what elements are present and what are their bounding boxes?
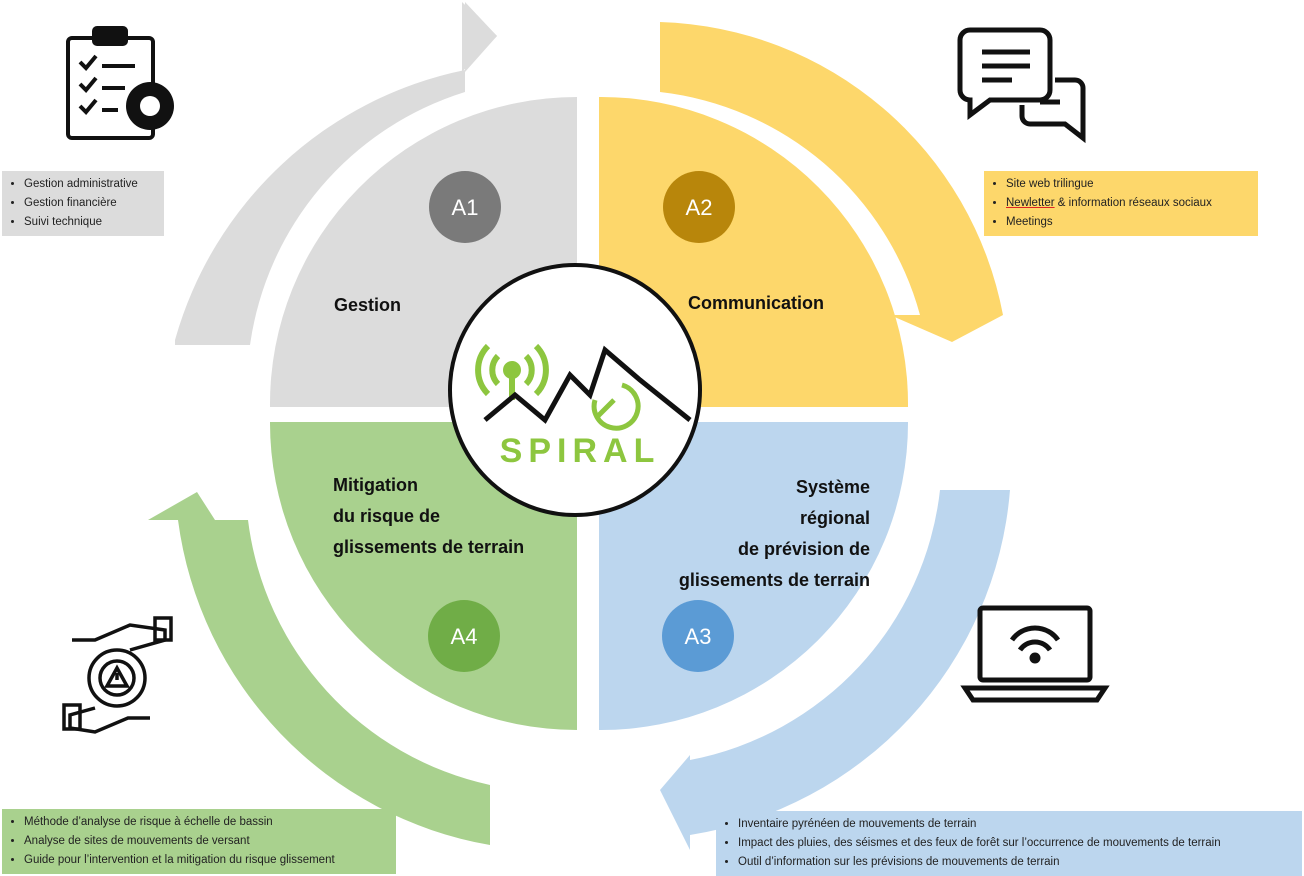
arrow-grey [175, 2, 497, 345]
list-item: Site web trilingue [1006, 175, 1250, 194]
badge-a3: A3 [662, 600, 734, 672]
quadrant-a4 [269, 422, 577, 730]
quadrant-a4-title: Mitigation du risque de glissements de t… [333, 470, 524, 563]
quadrant-a1-title: Gestion [334, 295, 402, 315]
list-item: Outil d’information sur les prévisions d… [738, 853, 1294, 872]
a3-title-line-4: glissements de terrain [678, 570, 870, 590]
a3-title-line-2: régional [799, 508, 870, 528]
communication-box: Site web trilingue Newletter & informati… [984, 171, 1258, 236]
mountains-icon [483, 345, 692, 424]
hands-gear-warning-icon [62, 616, 173, 734]
list-item: Gestion financière [24, 194, 156, 213]
arrow-yellow [660, 22, 1003, 342]
a3-title-line-3: de prévision de [737, 539, 870, 559]
svg-text:A2: A2 [686, 195, 713, 220]
list-item-rest: & information réseaux sociaux [1054, 197, 1212, 209]
a4-title-line-1: Mitigation [333, 475, 418, 495]
a3-title-line-1: Système [795, 477, 870, 497]
arrow-grey-head [462, 2, 497, 72]
list-item: Newletter & information réseaux sociaux [1006, 194, 1250, 213]
list-item: Méthode d’analyse de risque à échelle de… [24, 813, 388, 832]
quadrant-a3-title: Système régional de prévision de glissem… [600, 472, 870, 596]
list-item: Inventaire pyrénéen de mouvements de ter… [738, 815, 1294, 834]
svg-text:A3: A3 [685, 624, 712, 649]
arrow-green [148, 492, 490, 845]
chat-bubbles-icon [957, 27, 1086, 144]
list-item: Guide pour l’intervention et la mitigati… [24, 851, 388, 870]
clipboard-gear-icon [66, 26, 174, 140]
svg-text:SPIRAL: SPIRAL [500, 432, 661, 470]
list-item: Analyse de sites de mouvements de versan… [24, 832, 388, 851]
laptop-wifi-icon [960, 605, 1110, 703]
gauge-icon [591, 382, 641, 431]
gestion-box: Gestion administrative Gestion financièr… [2, 171, 164, 236]
badge-a2: A2 [663, 171, 735, 243]
badge-a1: A1 [429, 171, 501, 243]
svg-text:A4: A4 [451, 624, 478, 649]
list-item: Gestion administrative [24, 175, 156, 194]
spiral-logo: SPIRAL [448, 263, 702, 517]
badge-a4: A4 [428, 600, 500, 672]
list-item: Meetings [1006, 213, 1250, 232]
quadrant-a2-title: Communication [688, 293, 825, 313]
a4-title-line-2: du risque de [333, 506, 441, 526]
list-item: Impact des pluies, des séismes et des fe… [738, 834, 1294, 853]
arrow-blue [660, 490, 1010, 850]
svg-text:A1: A1 [452, 195, 479, 220]
prevision-box: Inventaire pyrénéen de mouvements de ter… [716, 811, 1302, 876]
list-item: Suivi technique [24, 213, 156, 232]
a4-title-line-3: glissements de terrain [333, 537, 525, 557]
mitigation-box: Méthode d’analyse de risque à échelle de… [2, 809, 396, 874]
newsletter-link-text: Newletter [1006, 197, 1055, 209]
